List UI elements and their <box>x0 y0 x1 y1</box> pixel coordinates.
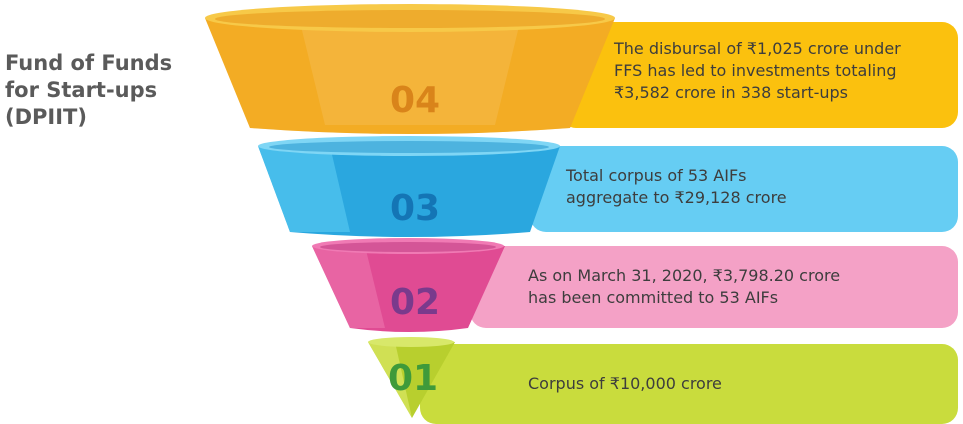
funnel-stage-01: 01 <box>368 337 455 418</box>
stage-01-number: 01 <box>388 358 438 399</box>
funnel-stage-04: 04 <box>205 4 615 134</box>
diagram-title: Fund of Funds for Start-ups (DPIIT) <box>5 51 173 129</box>
stage-01-text: Corpus of ₹10,000 crore <box>528 374 722 393</box>
stage-04-number: 04 <box>390 80 440 121</box>
stage-02-number: 02 <box>390 282 440 323</box>
band-01 <box>420 344 958 424</box>
stage-04-text: The disbursal of ₹1,025 crore under FFS … <box>614 39 901 102</box>
stage-02-text: As on March 31, 2020, ₹3,798.20 crore ha… <box>528 266 841 307</box>
stage-03-text: Total corpus of 53 AIFs aggregate to ₹29… <box>566 166 787 207</box>
band-04 <box>560 22 958 128</box>
funnel-stage-03: 03 <box>258 136 560 237</box>
funnel-stage-02: 02 <box>312 238 505 332</box>
band-03 <box>530 146 958 232</box>
stage-03-number: 03 <box>390 188 440 229</box>
band-02 <box>470 246 958 328</box>
